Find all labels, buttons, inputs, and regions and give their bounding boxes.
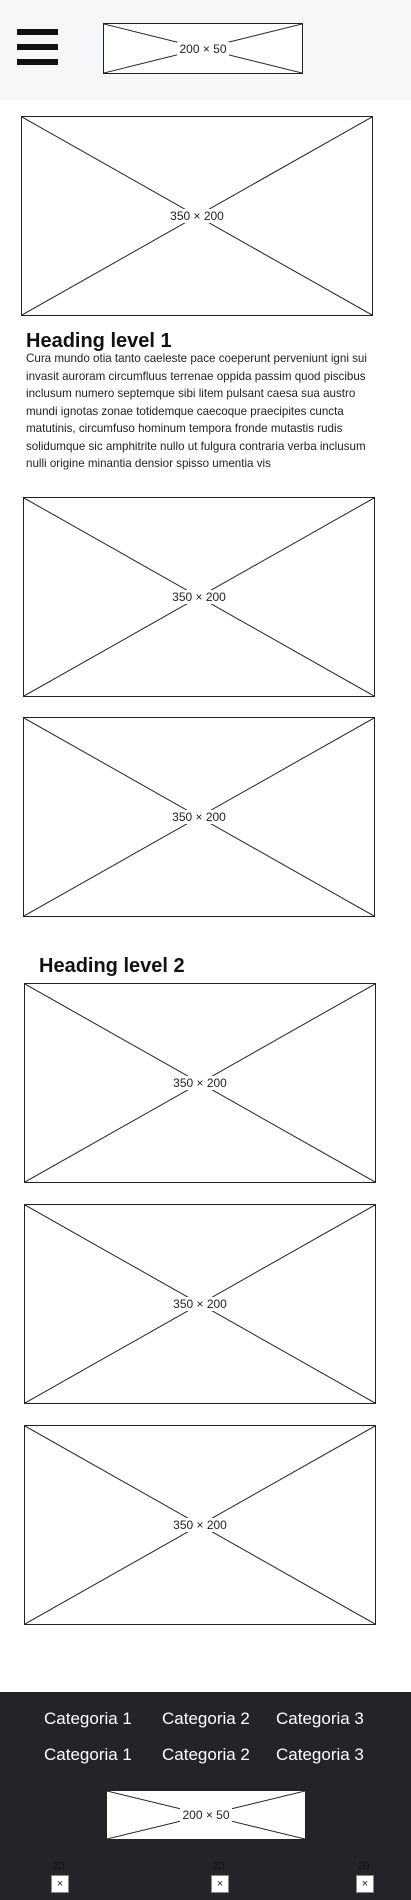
footer-category-link[interactable]: Categoria 1 — [44, 1709, 132, 1728]
social-icon[interactable]: × — [211, 1875, 229, 1893]
section1-image: 350 × 200 — [23, 497, 375, 697]
footer-logo[interactable]: 200 × 50 — [106, 1790, 306, 1840]
social-icon[interactable]: × — [356, 1875, 374, 1893]
image-label: 350 × 200 — [171, 1518, 229, 1532]
close-icon: × — [216, 1878, 224, 1890]
social-icon[interactable]: × — [51, 1875, 69, 1893]
header-logo[interactable]: 200 × 50 — [103, 23, 303, 74]
hero-image-label: 350 × 200 — [168, 209, 226, 223]
section2-image: 350 × 200 — [24, 983, 376, 1183]
site-header: 200 × 50 — [0, 0, 411, 100]
image-label: 350 × 200 — [171, 1076, 229, 1090]
social-icon-label: 20 — [213, 1861, 225, 1872]
body-paragraph: Cura mundo otia tanto caeleste pace coep… — [26, 352, 367, 470]
section2-image: 350 × 200 — [24, 1204, 376, 1404]
footer-category-link[interactable]: Categoria 3 — [276, 1709, 364, 1728]
heading-level-2: Heading level 2 — [39, 955, 185, 977]
footer-logo-label: 200 × 50 — [180, 1808, 232, 1822]
image-label: 350 × 200 — [170, 590, 228, 604]
footer-category-link[interactable]: Categoria 2 — [162, 1709, 250, 1728]
close-icon: × — [361, 1878, 369, 1890]
hamburger-menu-icon[interactable] — [17, 29, 58, 65]
image-label: 350 × 200 — [171, 1297, 229, 1311]
close-icon: × — [56, 1878, 64, 1890]
section2-image: 350 × 200 — [24, 1425, 376, 1625]
footer-category-link[interactable]: Categoria 2 — [162, 1745, 250, 1764]
section1-image: 350 × 200 — [23, 717, 375, 917]
header-logo-label: 200 × 50 — [177, 41, 229, 56]
image-label: 350 × 200 — [170, 810, 228, 824]
footer-category-link[interactable]: Categoria 3 — [276, 1745, 364, 1764]
hero-image: 350 × 200 — [21, 116, 373, 316]
social-icon-label: 20 — [358, 1861, 370, 1872]
site-footer: Categoria 1 Categoria 2 Categoria 3 Cate… — [0, 1692, 411, 1900]
footer-category-link[interactable]: Categoria 1 — [44, 1745, 132, 1764]
social-icon-label: 20 — [53, 1861, 65, 1872]
heading-level-1: Heading level 1 — [26, 330, 172, 352]
